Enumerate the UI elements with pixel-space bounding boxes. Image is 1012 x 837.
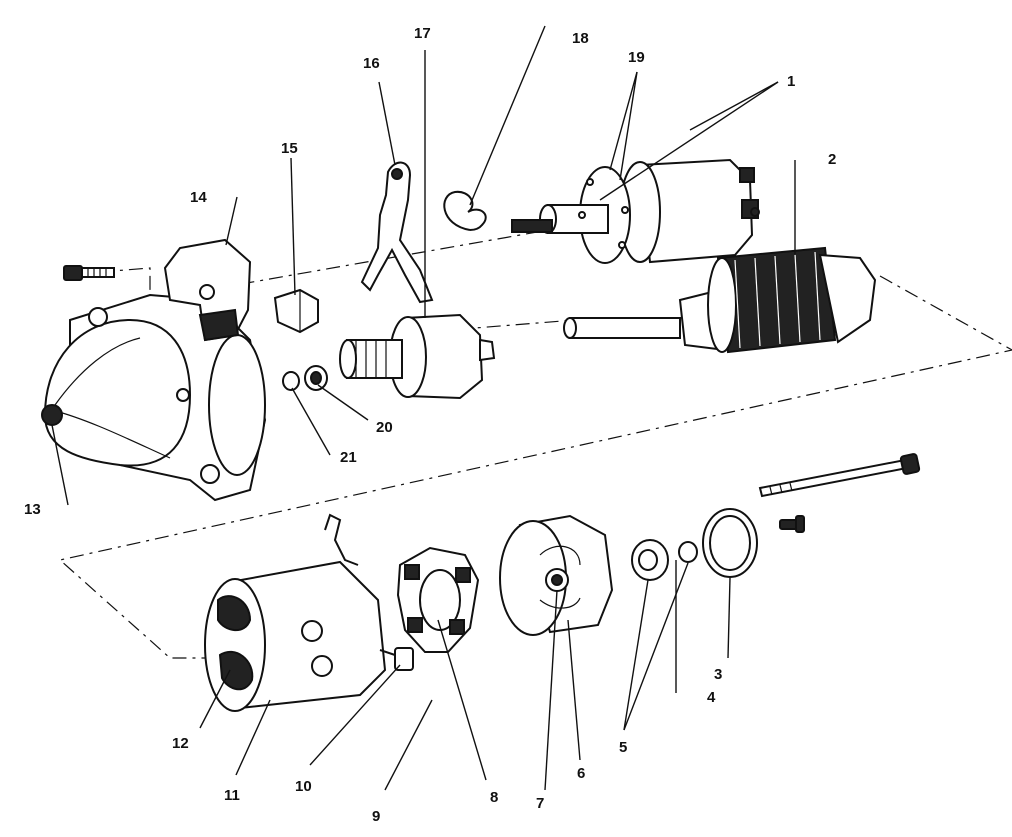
label-16: 16 <box>363 55 380 72</box>
label-21: 21 <box>340 449 357 466</box>
label-12: 12 <box>172 735 189 752</box>
label-4: 4 <box>707 689 716 706</box>
commutator-end-cover <box>499 514 614 636</box>
solenoid-bracket <box>163 238 252 342</box>
yoke <box>204 513 414 712</box>
solenoid <box>511 158 760 264</box>
end-screw <box>779 515 805 533</box>
through-bolt-long <box>758 453 921 498</box>
label-3: 3 <box>714 666 722 683</box>
label-14: 14 <box>190 189 207 206</box>
armature <box>563 246 877 354</box>
label-1: 1 <box>787 73 795 90</box>
leader-lines <box>51 25 796 791</box>
label-10: 10 <box>295 778 312 795</box>
label-7: 7 <box>536 795 544 812</box>
label-8: 8 <box>490 789 498 806</box>
label-15: 15 <box>281 140 298 157</box>
label-2: 2 <box>828 151 836 168</box>
label-19: 19 <box>628 49 645 66</box>
brush-holder <box>396 546 480 653</box>
end-cap-ring <box>702 508 758 578</box>
thrust-washer <box>304 365 328 391</box>
label-6: 6 <box>577 765 585 782</box>
shift-fork-lever <box>360 161 434 304</box>
pivot-block <box>273 288 319 334</box>
circlip <box>282 371 300 391</box>
through-bolt-left <box>63 265 115 281</box>
drive-end-housing <box>41 293 267 502</box>
label-9: 9 <box>372 808 380 825</box>
label-13: 13 <box>24 501 41 518</box>
callout-labels: 1 2 3 4 5 6 7 8 9 10 11 12 13 14 15 16 1… <box>24 25 836 825</box>
label-5: 5 <box>619 739 627 756</box>
label-20: 20 <box>376 419 393 436</box>
label-18: 18 <box>572 30 589 47</box>
bearing-washer <box>631 539 698 581</box>
pinion-clutch <box>339 313 496 400</box>
label-11: 11 <box>224 787 240 804</box>
label-17: 17 <box>414 25 431 42</box>
spring-clip <box>443 190 487 231</box>
